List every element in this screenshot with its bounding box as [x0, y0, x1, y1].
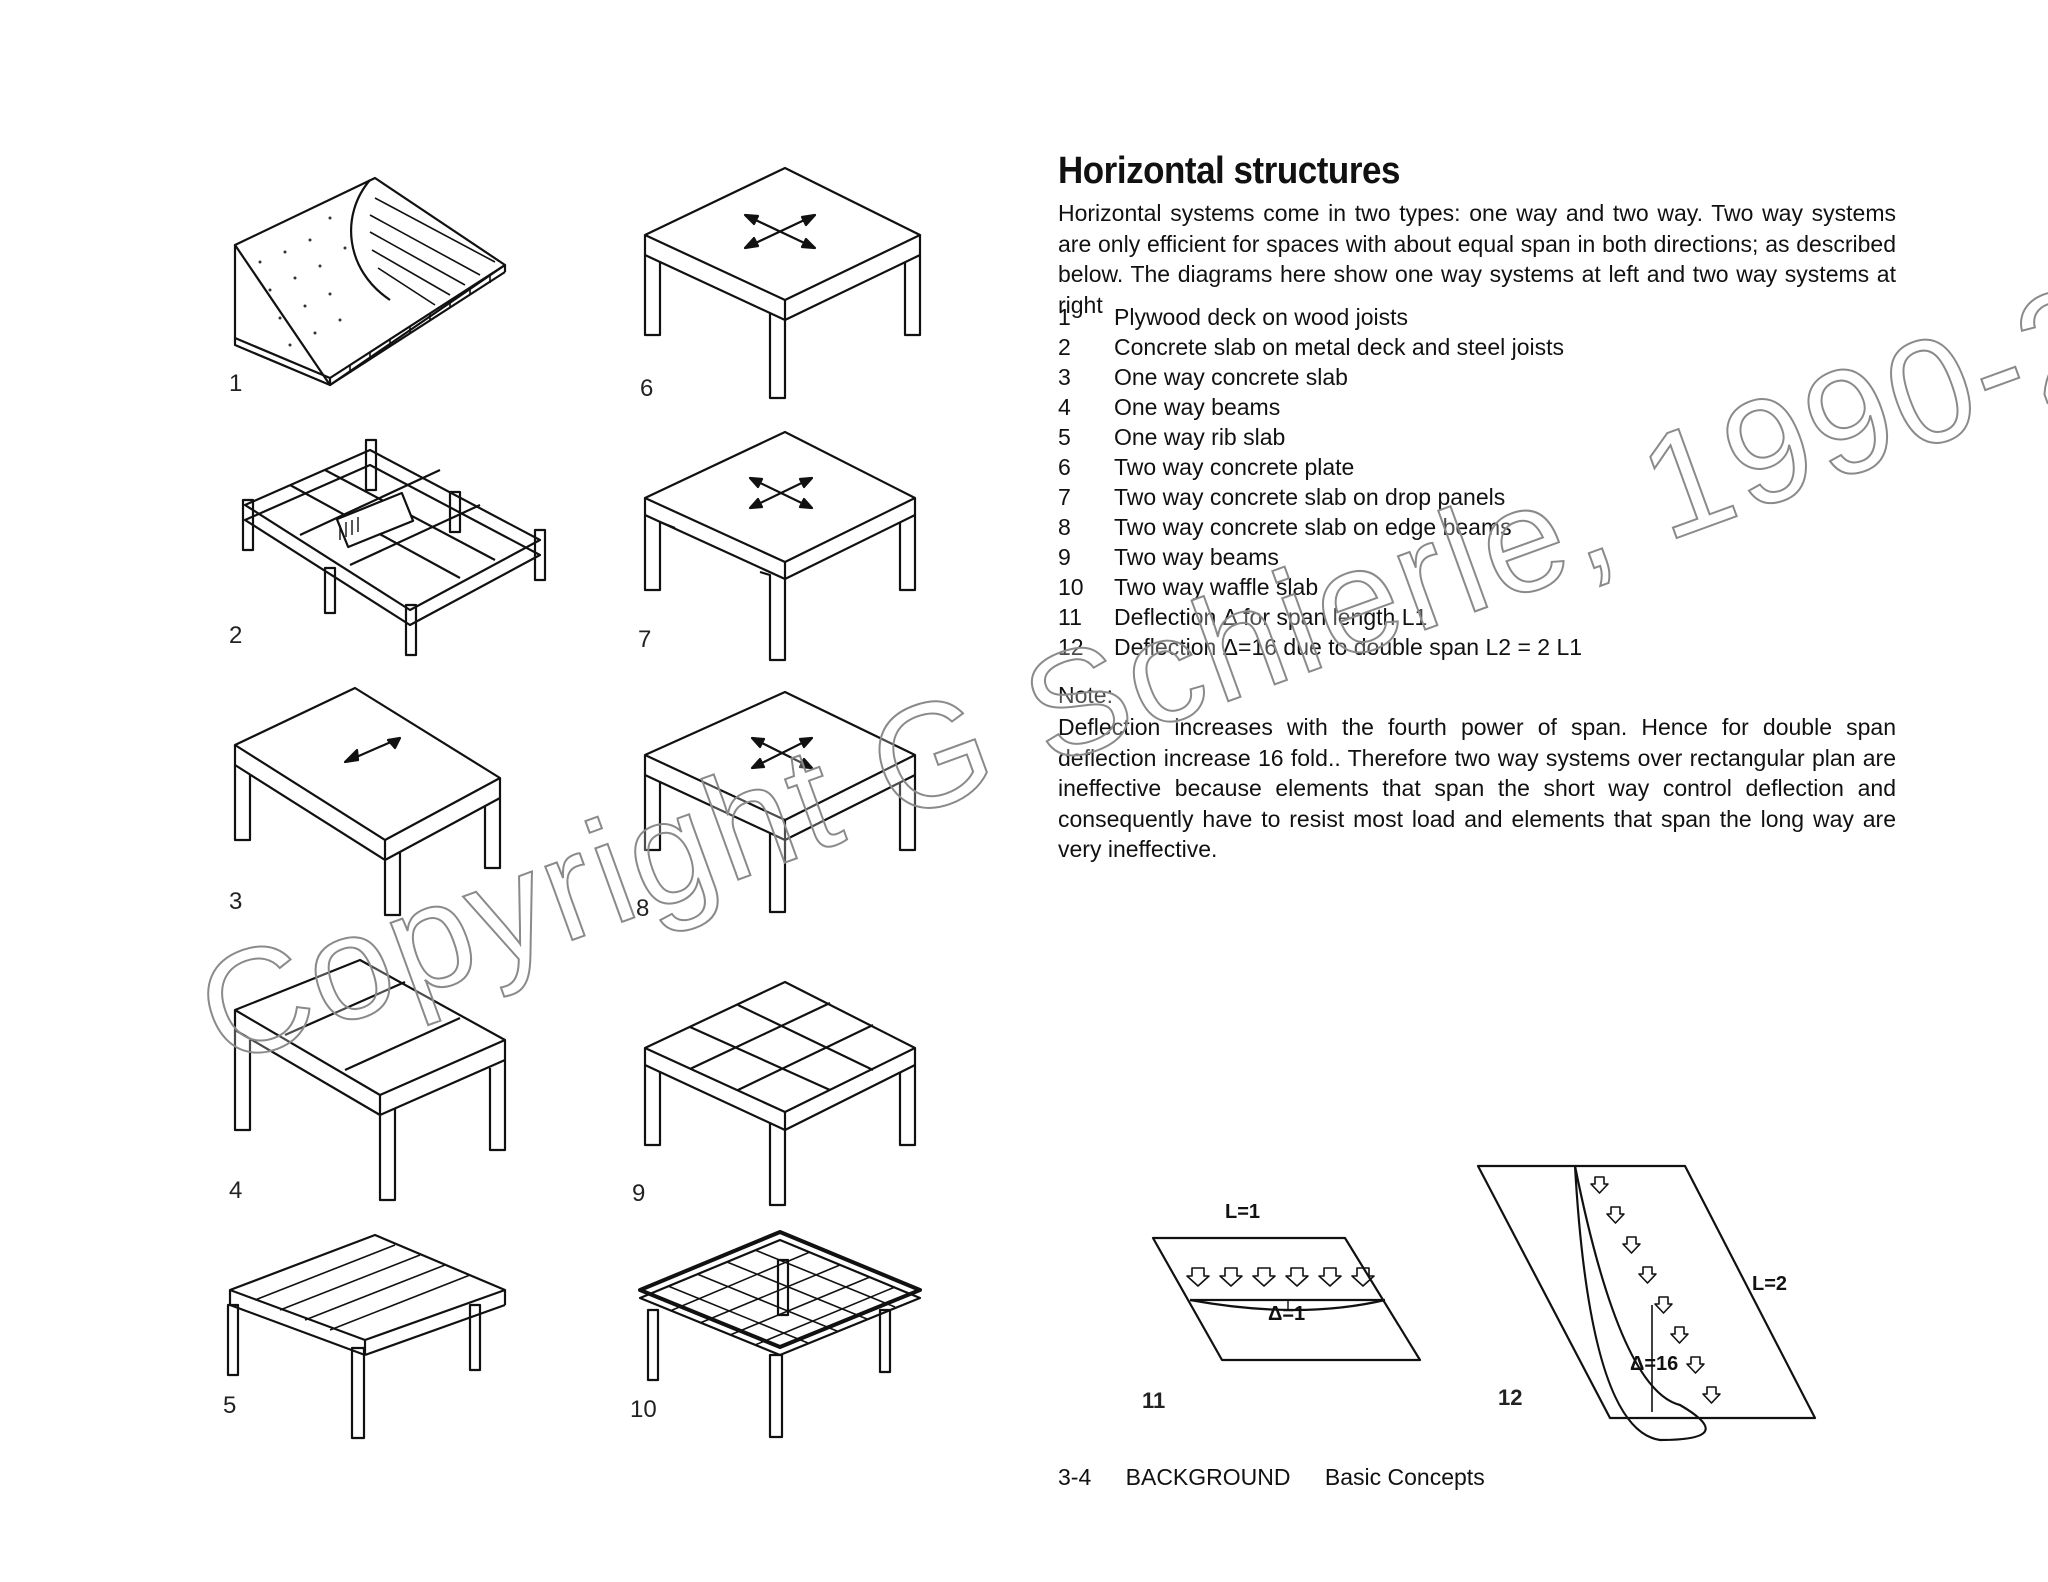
figure-3-one-way-slab: [233, 686, 502, 917]
legend-item-text: Concrete slab on metal deck and steel jo…: [1114, 334, 1565, 360]
legend-item: 8 Two way concrete slab on edge beams: [1058, 512, 1858, 542]
legend-item-number: 12: [1058, 634, 1084, 660]
figure-legend-list: 1 Plywood deck on wood joists 2 Concrete s…: [1058, 302, 1858, 662]
figure-number-9: 9: [632, 1180, 646, 1207]
legend-item: 12 Deflection Δ=16 due to double span L2 …: [1058, 632, 1858, 662]
diagram12-deflection-label: Δ=16: [1630, 1353, 1678, 1375]
figure-7-drop-panels: [643, 430, 917, 662]
figure-5-one-way-rib: [226, 1233, 507, 1440]
figure-number-1: 1: [229, 370, 243, 397]
legend-item: 11 Deflection Δ for span length L1: [1058, 602, 1858, 632]
intro-paragraph: Horizontal systems come in two types: on…: [1058, 200, 1896, 318]
legend-item-text: Two way waffle slab: [1114, 574, 1319, 600]
legend-item-number: 7: [1058, 484, 1071, 510]
legend-item-text: Deflection Δ for span length L1: [1114, 604, 1428, 630]
footer-page-number: 3-4: [1058, 1464, 1092, 1490]
page-footer: 3-4 BACKGROUND Basic Concepts: [1058, 1464, 1513, 1491]
figure-number-3: 3: [229, 888, 243, 915]
legend-item: 2 Concrete slab on metal deck and steel j…: [1058, 332, 1858, 362]
legend-item-number: 5: [1058, 424, 1071, 450]
legend-item-number: 4: [1058, 394, 1071, 420]
legend-item-number: 10: [1058, 574, 1084, 600]
footer-topic: Basic Concepts: [1324, 1464, 1485, 1490]
figure-11-deflection-diagram: [1151, 1236, 1422, 1362]
legend-item-text: One way rib slab: [1114, 424, 1286, 450]
legend-item: 5 One way rib slab: [1058, 422, 1858, 452]
figure-8-edge-beams: [643, 690, 917, 914]
legend-item-number: 6: [1058, 454, 1071, 480]
legend-item-text: One way beams: [1114, 394, 1281, 420]
legend-item: 1 Plywood deck on wood joists: [1058, 302, 1858, 332]
page-title: Horizontal structures: [1058, 150, 1400, 192]
figure-4-one-way-beams: [233, 958, 507, 1202]
footer-section: BACKGROUND: [1125, 1464, 1291, 1490]
figure-10-waffle-slab: [638, 1230, 922, 1439]
legend-item: 3 One way concrete slab: [1058, 362, 1858, 392]
figure-number-12: 12: [1498, 1385, 1523, 1410]
note-label: Note:: [1058, 682, 1113, 708]
legend-item-number: 1: [1058, 304, 1071, 330]
figure-number-5: 5: [223, 1392, 237, 1419]
legend-item: 9 Two way beams: [1058, 542, 1858, 572]
note-paragraph: Deflection increases with the fourth pow…: [1058, 714, 1896, 862]
figure-number-10: 10: [630, 1396, 657, 1423]
legend-item-text: One way concrete slab: [1114, 364, 1348, 390]
legend-item-number: 2: [1058, 334, 1071, 360]
legend-item-number: 3: [1058, 364, 1071, 390]
diagram11-span-label: L=1: [1225, 1201, 1260, 1223]
figure-number-8: 8: [636, 895, 650, 922]
figure-6-two-way-plate: [643, 166, 922, 400]
legend-item-text: Deflection Δ=16 due to double span L2 = …: [1114, 634, 1583, 660]
legend-item: 10 Two way waffle slab: [1058, 572, 1858, 602]
figure-9-two-way-beams: [643, 980, 917, 1207]
legend-item-text: Two way concrete slab on drop panels: [1114, 484, 1506, 510]
diagram12-span-label: L=2: [1752, 1273, 1787, 1295]
figure-12-double-span-diagram: [1476, 1164, 1817, 1442]
figure-2-steel-frame: [241, 438, 547, 657]
legend-item-text: Two way concrete plate: [1114, 454, 1355, 480]
legend-item-number: 9: [1058, 544, 1071, 570]
legend-item: 7 Two way concrete slab on drop panels: [1058, 482, 1858, 512]
figure-number-4: 4: [229, 1177, 243, 1204]
diagram11-deflection-label: Δ=1: [1268, 1303, 1305, 1325]
legend-item-text: Two way concrete slab on edge beams: [1114, 514, 1512, 540]
legend-item-number: 8: [1058, 514, 1071, 540]
figure-number-11: 11: [1142, 1388, 1166, 1413]
figure-1-plywood-deck: [233, 176, 507, 387]
figure-number-6: 6: [640, 375, 654, 402]
legend-item: 4 One way beams: [1058, 392, 1858, 422]
legend-item-number: 11: [1058, 604, 1082, 630]
figure-number-2: 2: [229, 622, 243, 649]
legend-item: 6 Two way concrete plate: [1058, 452, 1858, 482]
figure-number-7: 7: [638, 626, 652, 653]
legend-item-text: Two way beams: [1114, 544, 1279, 570]
legend-item-text: Plywood deck on wood joists: [1114, 304, 1409, 330]
